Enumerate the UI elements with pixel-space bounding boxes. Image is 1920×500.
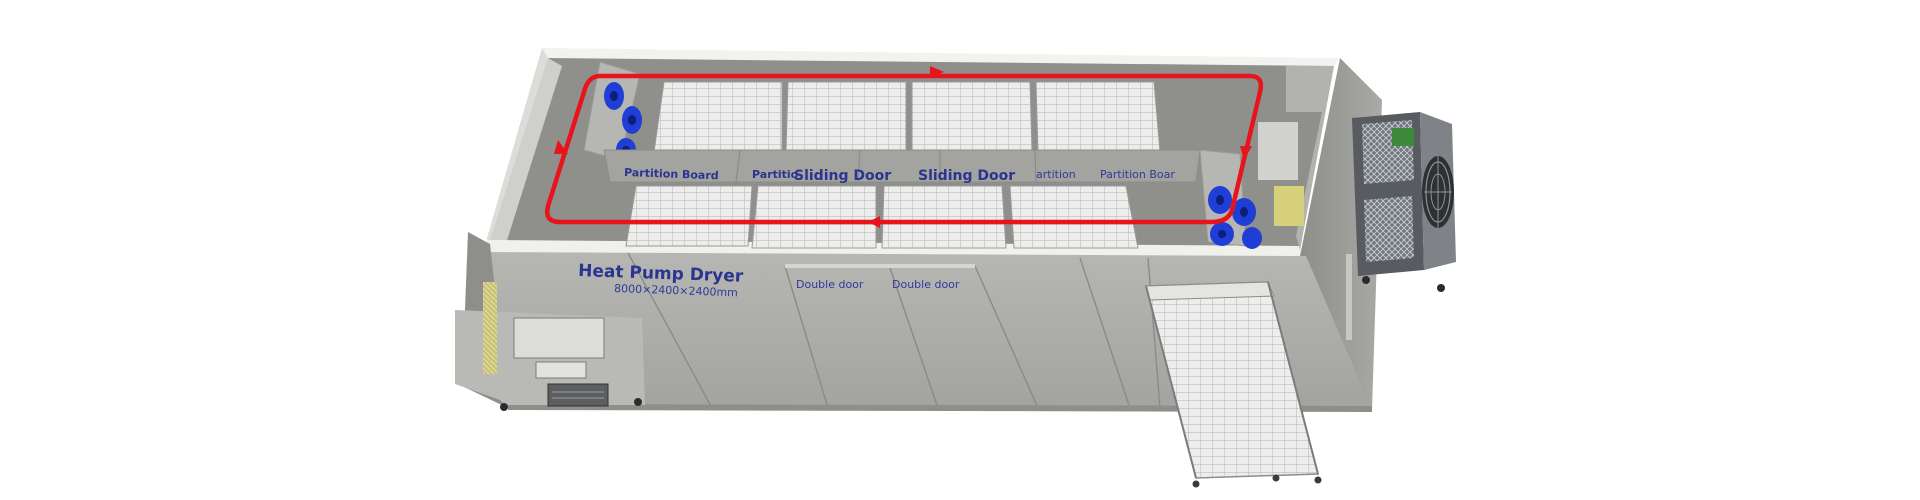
tray-cart-icon xyxy=(653,81,783,153)
axial-fan-icon xyxy=(1242,227,1262,249)
double-door-frame xyxy=(785,264,975,268)
door-seams xyxy=(627,252,1161,409)
base-strip xyxy=(508,404,1372,412)
tray-cart-icon xyxy=(1009,185,1139,249)
partition-label-left: Partition Board xyxy=(624,166,719,182)
tray-cart-icon xyxy=(751,185,877,249)
double-door-label-1: Double door xyxy=(796,278,864,291)
axial-fan-icon xyxy=(604,82,624,110)
back-yellow-panel xyxy=(1274,186,1304,226)
axial-fan-icon xyxy=(622,106,642,134)
tray-cart-icon xyxy=(1035,81,1161,153)
side-plate xyxy=(1346,254,1352,340)
dryer-dimensions: 8000×2400×2400mm xyxy=(614,282,738,299)
airflow-loop xyxy=(545,66,1264,228)
tray-cart-icon xyxy=(785,81,907,153)
back-cart-row xyxy=(653,81,1161,153)
tray-cart-icon xyxy=(1145,281,1322,488)
left-end-wall xyxy=(487,48,548,250)
back-door-panel xyxy=(1258,122,1298,180)
caster-wheels xyxy=(500,398,642,411)
partition-label-right-a: artition xyxy=(1036,168,1076,181)
back-rim xyxy=(542,48,1340,66)
right-fan-bank xyxy=(1199,149,1262,249)
tray-cart-icon xyxy=(881,185,1007,249)
left-inlet-grille xyxy=(513,317,605,359)
sliding-door-label-2: Sliding Door xyxy=(918,168,1015,184)
double-door-label-2: Double door xyxy=(892,278,960,291)
sliding-door-label-1: Sliding Door xyxy=(794,168,891,184)
left-yellow-mesh xyxy=(483,282,497,374)
axial-fan-icon xyxy=(1208,186,1232,214)
left-inner-wall xyxy=(487,58,562,250)
airflow-arrow-icon xyxy=(930,66,944,78)
right-inner-wall xyxy=(1286,66,1334,250)
partition-label-right-b: Partition Boar xyxy=(1100,168,1175,181)
partition-label-mid: Partitio xyxy=(752,168,799,181)
axial-fan-icon xyxy=(1232,198,1256,226)
axial-fan-icon xyxy=(1210,222,1234,246)
heat-pump-unit-icon xyxy=(1352,112,1456,292)
partition-band xyxy=(603,149,1201,183)
left-controller-slots xyxy=(552,391,604,399)
left-inlet-box xyxy=(535,361,587,379)
front-cart-row xyxy=(625,185,1139,249)
tray-cart-icon xyxy=(911,81,1033,153)
partition-seams xyxy=(735,149,1037,183)
airflow-arrow-icon xyxy=(554,140,568,154)
left-controller xyxy=(547,383,609,407)
airflow-arrow-icon xyxy=(868,216,880,228)
airflow-arrow-icon xyxy=(1240,146,1252,160)
airflow-path xyxy=(545,73,1264,225)
tray-cart-icon xyxy=(625,185,753,247)
